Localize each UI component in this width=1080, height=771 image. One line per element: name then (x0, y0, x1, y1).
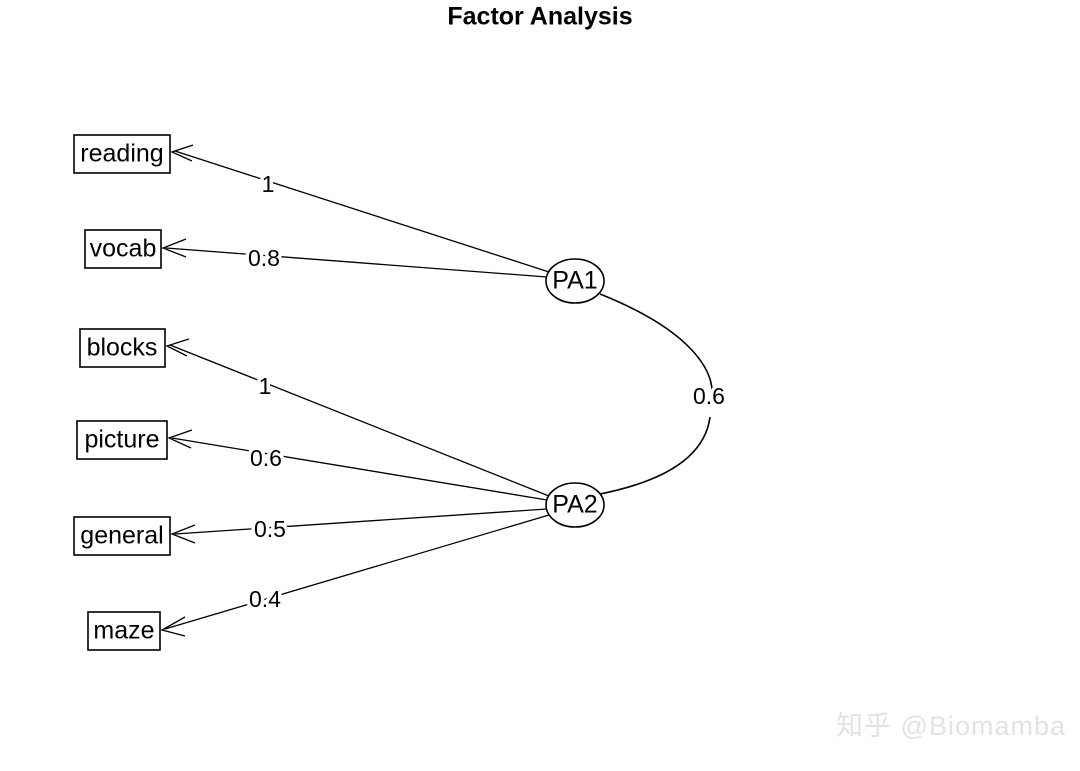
arrowhead-maze (160, 616, 186, 637)
node-ellipse-pa2[interactable] (545, 482, 605, 528)
node-label-general: general (80, 522, 163, 550)
node-label-vocab: vocab (90, 235, 157, 263)
edge-label-pa1-vocab: 0.8 0.8 (245, 242, 284, 275)
svg-text:1: 1 (259, 373, 272, 399)
node-pa2[interactable]: PA2 (545, 482, 605, 528)
arrowhead-blocks (165, 338, 190, 357)
edge-group (160, 144, 714, 637)
edge-curve-pa1-pa2-upper (599, 293, 714, 399)
edge-pa1-reading (170, 144, 550, 273)
edge-curve-pa1-pa2-lower (599, 416, 711, 495)
loading-label-general: 0.5 (254, 516, 286, 542)
svg-text:0.4: 0.4 (249, 586, 281, 612)
loading-label-reading: 1 (262, 171, 275, 197)
node-box-blocks[interactable] (79, 328, 166, 368)
watermark: 知乎 @Biomamba (836, 711, 1066, 741)
edge-pa2-general (170, 508, 548, 544)
node-label-reading: reading (80, 140, 163, 168)
edge-label-pa2-picture: 0.6 0.6 (247, 442, 286, 475)
arrowhead-picture (167, 429, 193, 449)
edge-pa2-picture (167, 429, 548, 501)
edge-label-group: 1 1 0.8 0.8 1 1 0.6 0.6 0.5 0.5 0.4 0.4 (245, 168, 729, 616)
edge-line-pa1-vocab (165, 247, 548, 278)
svg-text:0.5: 0.5 (254, 516, 286, 542)
node-pa1[interactable]: PA1 (545, 258, 605, 304)
loading-label-picture: 0.6 (250, 445, 282, 471)
page-title: Factor Analysis (447, 3, 632, 31)
latent-factor-nodes: PA1 PA2 (545, 258, 605, 528)
svg-text:0.6: 0.6 (250, 445, 282, 471)
node-vocab[interactable]: vocab (84, 229, 162, 269)
node-label-pa2: PA2 (552, 491, 597, 519)
edge-label-pa2-maze: 0.4 0.4 (246, 583, 285, 616)
svg-text:0.6: 0.6 (693, 383, 725, 409)
node-general[interactable]: general (73, 516, 171, 556)
node-box-maze[interactable] (87, 611, 161, 651)
node-label-pa1: PA1 (552, 267, 597, 295)
loading-label-vocab: 0.8 (248, 245, 280, 271)
loading-label-blocks: 1 (259, 373, 272, 399)
arrowhead-general (170, 524, 196, 544)
edge-line-pa2-general (174, 508, 548, 535)
correlation-label-pa1-pa2: 0.6 (693, 383, 725, 409)
edge-label-pa2-general: 0.5 0.5 (251, 513, 290, 546)
node-picture[interactable]: picture (76, 420, 168, 460)
edge-line-pa2-blocks (169, 344, 550, 497)
edge-pa1-vocab (161, 238, 548, 278)
node-label-blocks: blocks (87, 334, 158, 362)
edge-line-pa2-picture (171, 437, 548, 501)
edge-pa2-blocks (165, 338, 550, 497)
node-label-maze: maze (93, 617, 154, 645)
node-box-picture[interactable] (76, 420, 168, 460)
edge-label-pa1-reading: 1 1 (258, 168, 278, 201)
svg-text:0.8: 0.8 (248, 245, 280, 271)
node-reading[interactable]: reading (73, 134, 171, 174)
observed-variable-nodes: reading vocab blocks picture general maz… (73, 134, 171, 651)
arrowhead-vocab (161, 238, 187, 258)
node-box-general[interactable] (73, 516, 171, 556)
node-ellipse-pa1[interactable] (545, 258, 605, 304)
arrowhead-reading (170, 144, 194, 162)
node-box-reading[interactable] (73, 134, 171, 174)
edge-label-pa2-blocks: 1 1 (255, 370, 275, 403)
edge-line-pa1-reading (174, 150, 550, 273)
loading-label-maze: 0.4 (249, 586, 281, 612)
node-blocks[interactable]: blocks (79, 328, 166, 368)
edge-line-pa2-maze (164, 514, 550, 630)
node-maze[interactable]: maze (87, 611, 161, 651)
svg-text:1: 1 (262, 171, 275, 197)
node-label-picture: picture (84, 426, 159, 454)
edge-pa2-maze (160, 514, 550, 637)
node-box-vocab[interactable] (84, 229, 162, 269)
edge-label-correlation: 0.6 0.6 (690, 380, 729, 413)
